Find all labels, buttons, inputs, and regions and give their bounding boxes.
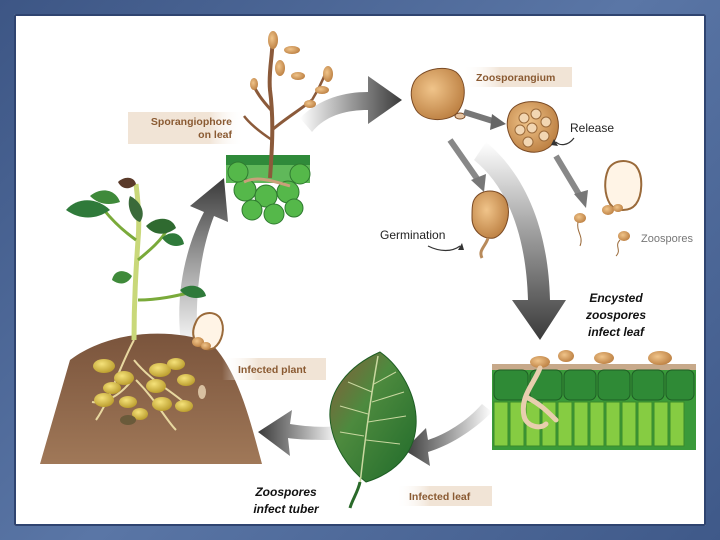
zoosporangium-illustration [411, 68, 465, 119]
label-infected-plant: Infected plant [222, 358, 326, 380]
label-encysted-line3: infect leaf [588, 325, 645, 339]
label-encysted: Encysted zoospores infect leaf [585, 291, 646, 339]
label-sporangiophore: Sporangiophore on leaf [128, 112, 244, 144]
label-encysted-line1: Encysted [589, 291, 643, 305]
label-infected-plant-text: Infected plant [238, 364, 307, 376]
cycle-arrow-bottom [258, 410, 340, 456]
label-zoospores-tuber-line2: infect tuber [253, 502, 320, 516]
infected-leaf-illustration [330, 352, 416, 508]
release-sporangium-illustration [507, 102, 558, 153]
label-infected-leaf: Infected leaf [396, 486, 492, 506]
germination-illustration [472, 191, 508, 258]
infected-plant-illustration [40, 178, 262, 464]
label-zoospores-tuber: Zoospores infect tuber [253, 485, 320, 516]
label-germination: Germination [380, 228, 445, 242]
label-infected-leaf-text: Infected leaf [409, 491, 471, 503]
label-encysted-line2: zoospores [585, 308, 646, 322]
label-zoosporangium-text: Zoosporangium [476, 72, 555, 84]
label-zoospores-tuber-line1: Zoospores [254, 485, 317, 499]
label-zoosporangium: Zoosporangium [462, 67, 572, 87]
leaf-tissue-illustration [492, 350, 696, 450]
cycle-arrow-bottom-right [404, 404, 492, 466]
label-release: Release [570, 121, 614, 135]
label-sporangiophore-line1: Sporangiophore [151, 116, 232, 128]
zoospores-illustration [574, 161, 641, 256]
label-sporangiophore-line2: on leaf [198, 129, 232, 141]
label-zoospores: Zoospores [641, 233, 693, 245]
